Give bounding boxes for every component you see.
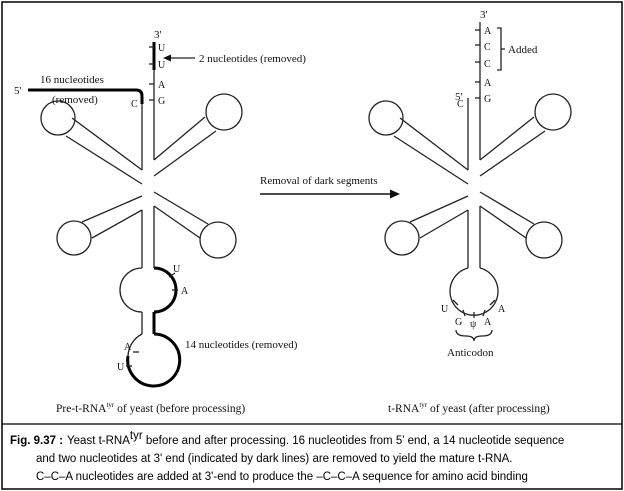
anticodon-base-u: U [441,304,449,315]
added-bracket [497,28,501,70]
mature-stem-base-5: G [484,94,491,105]
removed-16nt-label-2: (removed) [52,94,98,106]
anticodon-base-a1: A [484,317,492,328]
pre-stem-base-3: A [158,80,166,91]
figure-caption-line-1: Fig. 9.37 :Yeast t-RNAtyr before and aft… [10,430,564,447]
mature-stem-base-1: A [484,26,492,37]
removed-2nt-label: 2 nucleotides (removed) [199,53,306,65]
pre-trna-labels: 3' 5' U U A G C 2 nucleotides (removed) … [14,29,306,415]
figure-caption-line-2: and two nucleotides at 3' end (indicated… [36,453,513,465]
pre-c-base: C [131,99,138,110]
removed-16nt-label-1: 16 nucleotides [40,74,104,86]
loop-base-u: U [173,264,181,275]
figure-caption: Fig. 9.37 :Yeast t-RNAtyr before and aft… [10,430,564,483]
mature-trna-structure [369,22,571,341]
mature-c-base: C [457,99,464,110]
figure-caption-line-3: C–C–A nucleotides are added at 3'-end to… [36,471,528,483]
processing-arrow: Removal of dark segments [260,175,400,199]
anticodon-base-a2: A [498,304,506,315]
anticodon-base-g: G [455,317,462,328]
loop-base-a: A [181,286,189,297]
anticodon-label: Anticodon [447,347,494,359]
intron-base-u: U [117,362,125,373]
mature-stem-base-3: C [484,59,491,70]
arrow-label: Removal of dark segments [260,175,378,187]
added-label: Added [508,44,538,56]
mature-trna-caption: t-RNAtyr of yeast (after processing) [388,401,550,415]
pre-5prime-label: 5' [14,85,22,97]
mature-stem-base-4: A [484,78,492,89]
pre-stem-base-4: G [158,96,165,107]
removed-14nt-label: 14 nucleotides (removed) [185,339,298,351]
anticodon-brace [456,330,492,341]
mature-3prime-label: 3' [480,9,488,21]
pre-3prime-label: 3' [154,29,162,41]
pre-trna-caption: Pre-t-RNAtyr of yeast (before processing… [56,401,245,415]
intron-base-a: A [124,342,132,353]
mature-trna-labels: 3' 5' A C C A G C Added U G ψ A A Antico… [388,9,550,415]
anticodon-base-psi: ψ [470,319,477,330]
pre-stem-base-2: U [158,60,166,71]
pre-stem-base-1: U [158,43,166,54]
intron-14nt-segment [128,334,180,386]
mature-stem-base-2: C [484,42,491,53]
